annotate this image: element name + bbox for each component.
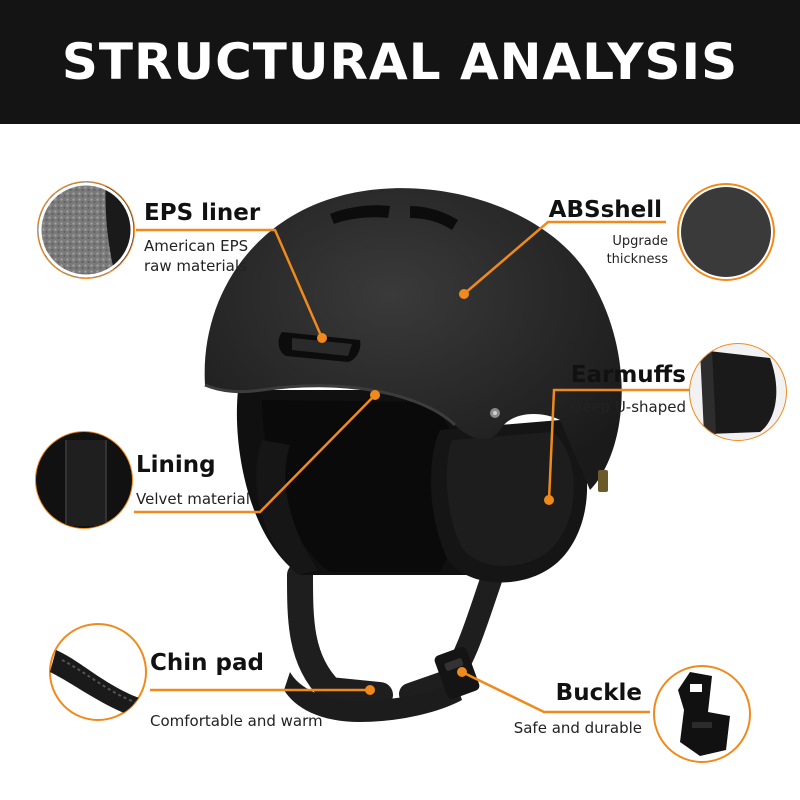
buckle-title: Buckle — [555, 680, 642, 706]
callout-dots — [317, 289, 554, 695]
eps-callout-line — [136, 228, 324, 339]
abs-shell-title: ABSshell — [548, 197, 662, 223]
lining-detail-image — [35, 431, 133, 529]
eps-liner-desc-line1: American EPS — [144, 237, 249, 255]
chin-pad-detail-image — [49, 623, 147, 721]
earmuffs-title: Earmuffs — [570, 362, 686, 388]
earmuffs-callout-line — [547, 388, 690, 501]
abs-shell-desc-line1: Upgrade — [612, 234, 668, 249]
abs-shell-desc-line2: thickness — [606, 252, 668, 267]
eps-liner-title: EPS liner — [144, 200, 261, 226]
lining-desc: Velvet material — [136, 490, 250, 508]
helmet — [204, 188, 622, 722]
buckle-callout-line — [461, 670, 650, 714]
eps-liner-detail-image — [37, 181, 135, 279]
earmuffs-detail-image — [689, 343, 787, 441]
abs-shell-detail-image — [677, 183, 775, 281]
buckle-desc: Safe and durable — [513, 719, 642, 737]
lining-title: Lining — [136, 452, 216, 478]
callout-lines — [134, 220, 690, 714]
page-title: STRUCTURAL ANALYSIS — [61, 33, 739, 91]
buckle-detail-image — [653, 665, 751, 763]
eps-liner-desc-line2: raw materials — [144, 257, 247, 275]
chin-pad-desc: Comfortable and warm — [150, 712, 323, 730]
abs-callout-line — [463, 220, 666, 295]
header-banner: STRUCTURAL ANALYSIS — [0, 0, 800, 124]
lining-callout-line — [134, 394, 376, 514]
earmuffs-desc: Deep U-shaped — [570, 398, 686, 416]
chin-pad-title: Chin pad — [150, 650, 264, 676]
